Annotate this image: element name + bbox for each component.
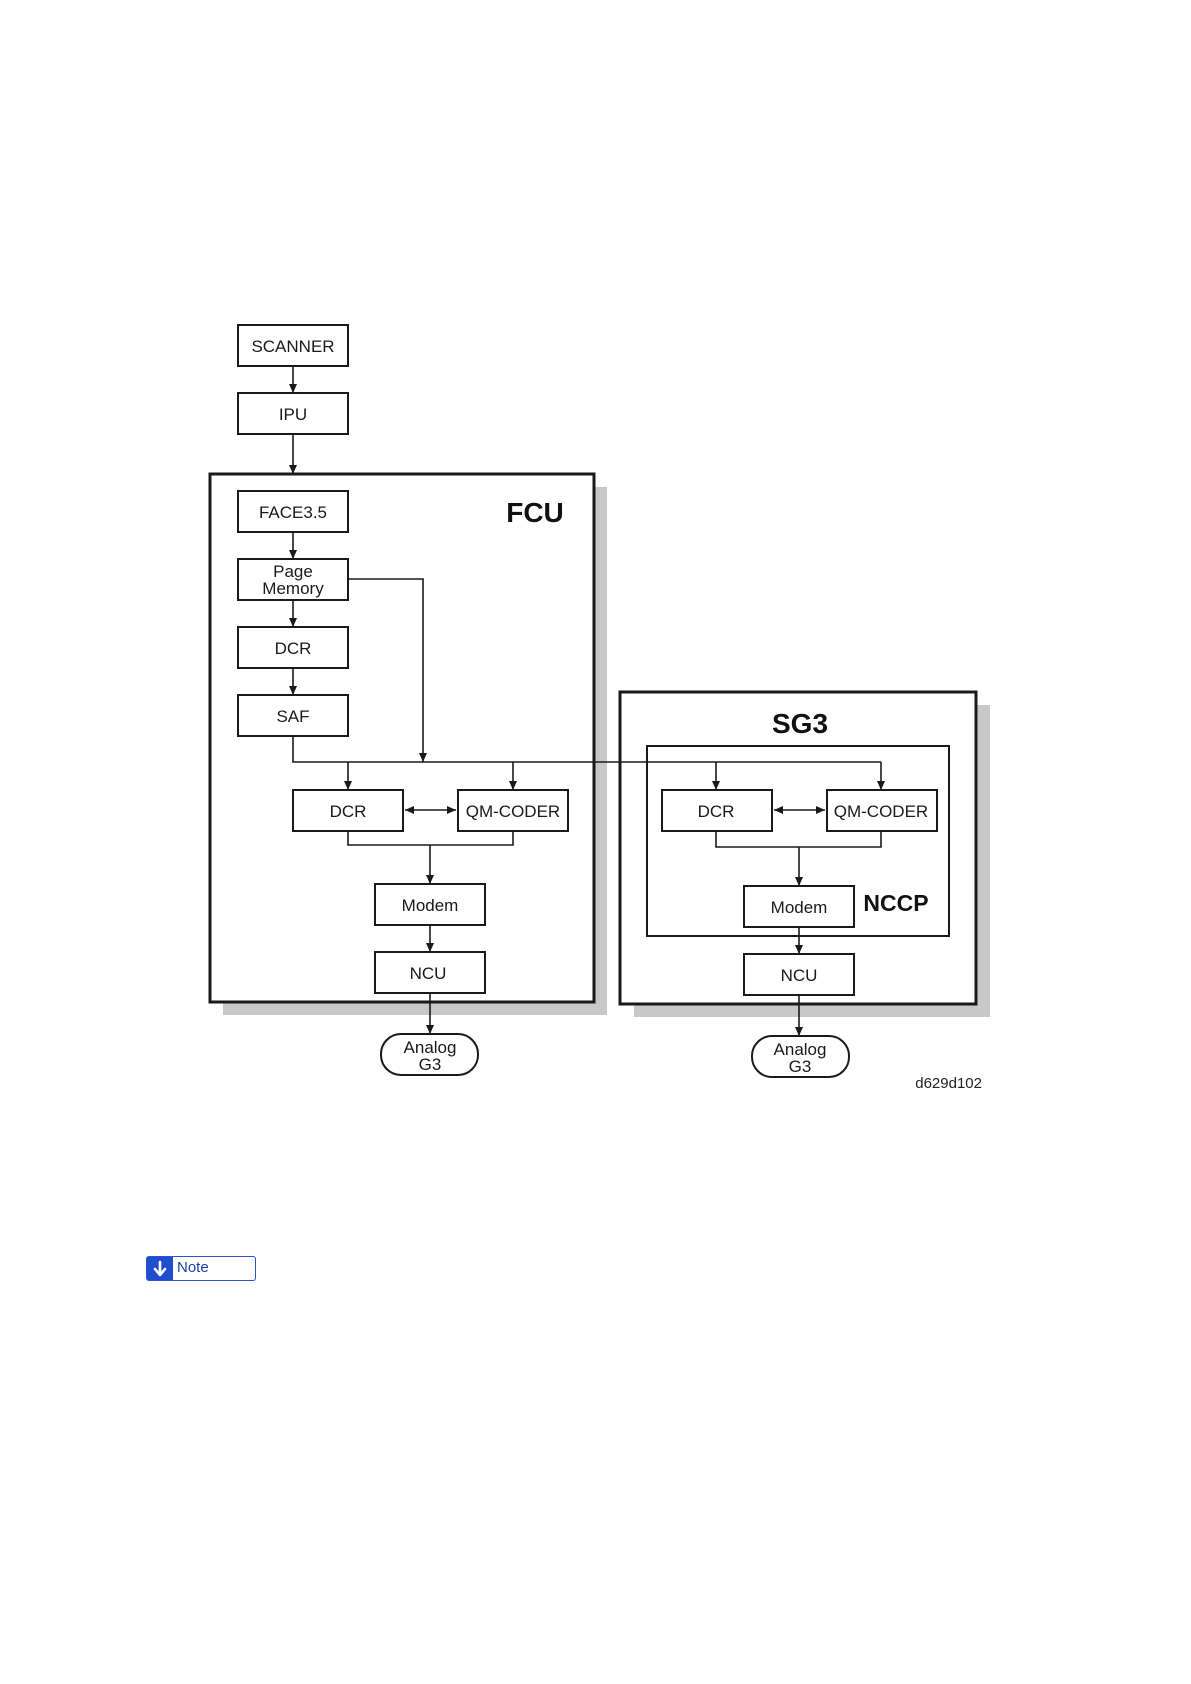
dcr-top-label: DCR (275, 639, 312, 658)
page-memory-label-2: Memory (262, 579, 324, 598)
fcu-ncu-label: NCU (410, 964, 447, 983)
sg3-modem-label: Modem (771, 898, 828, 917)
sg3-ncu-label: NCU (781, 966, 818, 985)
scanner-label: SCANNER (251, 337, 334, 356)
sg3-qm-coder-label: QM-CODER (834, 802, 928, 821)
nccp-title: NCCP (863, 890, 928, 916)
face-label: FACE3.5 (259, 503, 327, 522)
sg3-title: SG3 (772, 708, 828, 739)
sg3-dcr-label: DCR (698, 802, 735, 821)
note-badge: Note (146, 1256, 256, 1281)
fcu-modem-label: Modem (402, 896, 459, 915)
sg3-g3-label: G3 (789, 1057, 812, 1076)
fcu-title: FCU (506, 497, 564, 528)
down-arrow-icon (147, 1257, 173, 1280)
saf-label: SAF (276, 707, 309, 726)
fcu-qm-coder-label: QM-CODER (466, 802, 560, 821)
ipu-label: IPU (279, 405, 307, 424)
fcu-g3-label: G3 (419, 1055, 442, 1074)
note-label: Note (173, 1257, 209, 1280)
fcu-dcr-label: DCR (330, 802, 367, 821)
figure-code: d629d102 (915, 1075, 982, 1092)
